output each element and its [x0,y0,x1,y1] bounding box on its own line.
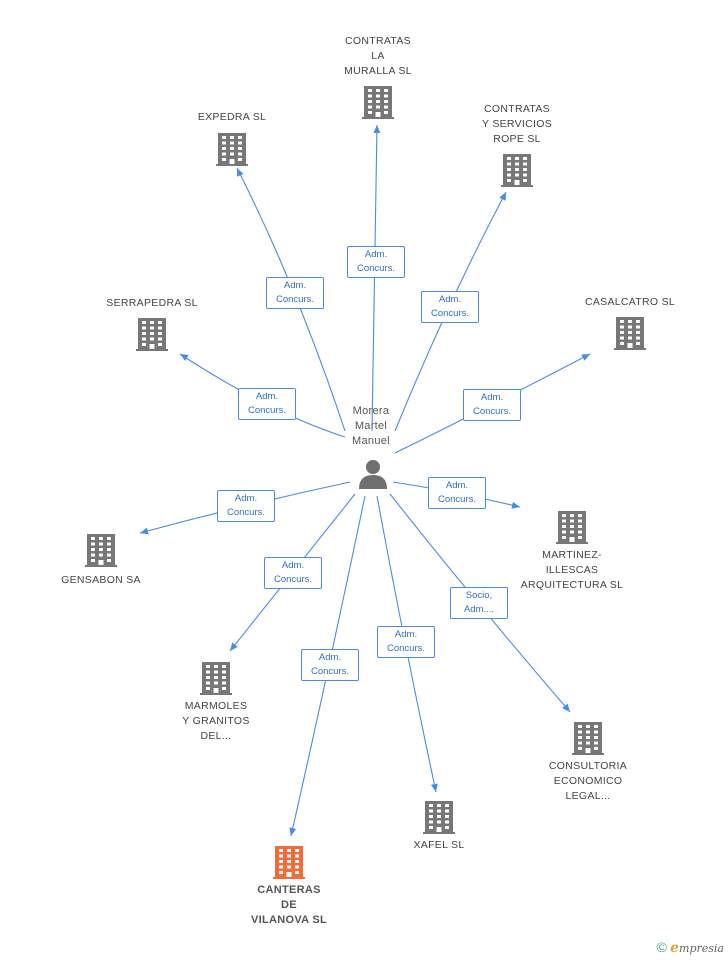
building-icon[interactable] [556,511,588,544]
edge-arrow-marmoles [230,642,238,651]
edge-label-line: Adm. [438,294,462,305]
building-icon[interactable] [273,846,305,879]
edge-label-line: Concurs. [226,507,265,518]
building-icon[interactable] [362,86,394,119]
company-label-xafel[interactable]: XAFEL SL [413,839,465,851]
edge-label-line: Adm. [394,629,418,640]
edge-arrow-canteras-de-vilanova [289,827,297,836]
edge-arrow-gensabon [140,527,149,535]
edge-label-serrapedra[interactable]: Adm. Concurs. [238,388,296,420]
edge-label-casalcatro[interactable]: Adm. Concurs. [463,389,521,421]
edge-arrow-xafel [430,783,438,792]
edge-label-contratas-y-servicios-rope[interactable]: Adm. Concurs. [421,291,479,323]
edge-arrow-serrapedra [180,354,189,362]
building-icon[interactable] [216,133,248,166]
edge-label-line: Adm. [318,652,342,663]
company-label-casalcatro[interactable]: CASALCATRO SL [584,296,676,308]
edge-label-line: Concurs. [273,574,312,585]
copyright-icon: © [656,939,667,955]
person-icon[interactable] [359,460,387,489]
company-label-martinez-illescas[interactable]: MARTINEZ- ILLESCAS ARQUITECTURA SL [520,549,624,591]
company-label-canteras-de-vilanova[interactable]: CANTERAS DE VILANOVA SL [250,884,328,926]
company-label-marmoles[interactable]: MARMOLES Y GRANITOS DEL... [182,700,250,742]
edge-label-line: Adm. [445,480,469,491]
edge-label-line: Adm. [283,280,307,291]
edge-label-line: Concurs. [356,263,395,274]
building-icon[interactable] [200,662,232,695]
company-label-expedra[interactable]: EXPEDRA SL [197,111,267,123]
edge-label-gensabon[interactable]: Adm. Concurs. [217,490,275,522]
footer-brand: © empresia [656,939,724,956]
edge-label-xafel[interactable]: Adm. Concurs. [377,626,435,658]
edge-label-line: Adm.... [463,604,495,615]
edge-arrow-expedra [237,168,244,177]
edge-label-line: Adm. [480,392,504,403]
edge-label-line: Concurs. [247,405,286,416]
edge-label-martinez-illescas[interactable]: Adm. Concurs. [428,477,486,509]
edge-label-line: Adm. [364,249,388,260]
edge-arrow-casalcatro [581,354,590,361]
edge-label-contratas-la-muralla[interactable]: Adm. Concurs. [347,246,405,278]
company-label-contratas-y-servicios-rope[interactable]: CONTRATAS Y SERVICIOS ROPE SL [481,103,553,145]
edge-label-line: Adm. [281,560,305,571]
edge-arrow-martinez-illescas [511,501,520,509]
edge-label-canteras-de-vilanova[interactable]: Adm. Concurs. [301,649,359,681]
edge-label-line: Concurs. [310,666,349,677]
edge-arrow-contratas-la-muralla [373,125,381,134]
person-name[interactable]: Morera Martel Manuel [352,405,390,447]
building-icon[interactable] [501,154,533,187]
edge-label-line: Adm. [234,493,258,504]
edge-label-line: Concurs. [430,308,469,319]
company-label-contratas-la-muralla[interactable]: CONTRATAS LA MURALLA SL [344,35,412,77]
building-icon[interactable] [85,534,117,567]
building-icon[interactable] [423,801,455,834]
company-label-serrapedra[interactable]: SERRAPEDRA SL [106,297,198,309]
edge-label-line: Concurs. [472,406,511,417]
edge-label-line: Socio, [465,590,493,601]
edge-label-marmoles[interactable]: Adm. Concurs. [264,557,322,589]
edge-label-line: Concurs. [275,294,314,305]
edge-arrow-contratas-y-servicios-rope [499,192,506,201]
building-icon[interactable] [572,722,604,755]
building-icon[interactable] [614,317,646,350]
edge-line-contratas-la-muralla [371,124,378,432]
edge-label-line: Adm. [255,391,279,402]
edge-label-expedra[interactable]: Adm. Concurs. [266,277,324,309]
edge-arrow-consultoria [562,703,570,712]
edge-label-line: Concurs. [386,643,425,654]
building-icon[interactable] [136,318,168,351]
company-label-gensabon[interactable]: GENSABON SA [61,574,141,586]
edge-label-consultoria[interactable]: Socio, Adm.... [450,587,508,619]
empresia-logo[interactable]: empresia [670,940,724,956]
company-label-consultoria[interactable]: CONSULTORIA ECONOMICO LEGAL... [548,760,628,802]
edge-label-line: Concurs. [437,494,476,505]
